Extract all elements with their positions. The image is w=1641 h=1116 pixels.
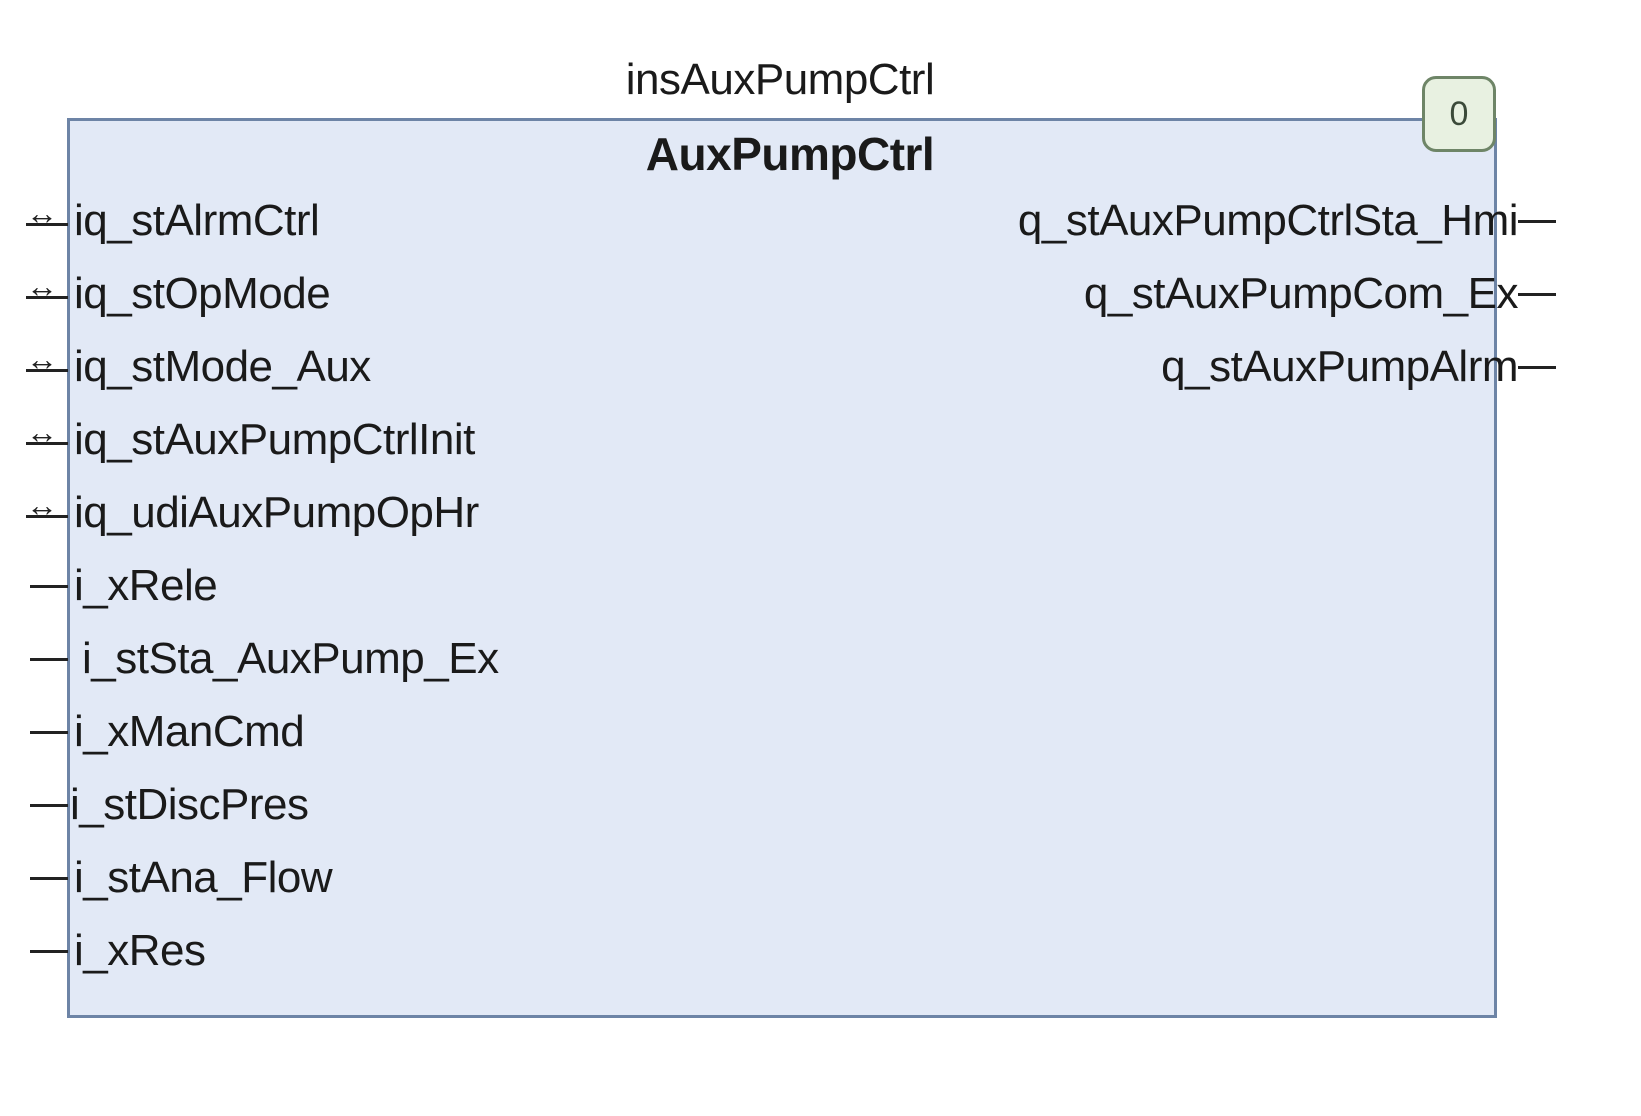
input-pin[interactable]: i_stDiscPres	[0, 775, 700, 835]
output-wire	[1518, 366, 1556, 369]
instance-name[interactable]: insAuxPumpCtrl	[625, 55, 935, 104]
inout-arrow-icon: ↔	[26, 487, 68, 523]
input-wire	[30, 585, 68, 588]
inout-arrow-icon: ↔	[26, 195, 68, 231]
inout-pin[interactable]: ↔ iq_udiAuxPumpOpHr	[0, 483, 700, 543]
output-wire	[1518, 220, 1556, 223]
input-pin[interactable]: i_stSta_AuxPump_Ex	[0, 629, 700, 689]
pin-label: iq_stAuxPumpCtrlInit	[74, 415, 475, 464]
inout-pin[interactable]: ↔ iq_stAuxPumpCtrlInit	[0, 410, 700, 470]
pin-label: i_stDiscPres	[70, 780, 309, 829]
input-pin[interactable]: i_xRele	[0, 556, 700, 616]
input-wire	[30, 731, 68, 734]
pin-label: i_xRele	[74, 561, 218, 610]
pin-label: iq_stOpMode	[74, 269, 331, 318]
input-wire	[30, 950, 68, 953]
inout-pin[interactable]: ↔ iq_stOpMode	[0, 264, 700, 324]
output-pin[interactable]: q_stAuxPumpAlrm	[881, 337, 1641, 397]
input-wire	[30, 804, 68, 807]
pin-label: i_stAna_Flow	[74, 853, 333, 902]
input-pin[interactable]: i_stAna_Flow	[0, 848, 700, 908]
pin-label: q_stAuxPumpCom_Ex	[1083, 269, 1519, 318]
execution-order-badge[interactable]: 0	[1422, 76, 1496, 152]
output-pin[interactable]: q_stAuxPumpCom_Ex	[881, 264, 1641, 324]
pin-label: i_xRes	[74, 926, 206, 975]
pin-label: i_stSta_AuxPump_Ex	[82, 634, 499, 683]
input-wire	[30, 658, 68, 661]
pin-label: iq_udiAuxPumpOpHr	[74, 488, 479, 537]
block-type-name: AuxPumpCtrl	[645, 128, 935, 180]
inout-arrow-icon: ↔	[26, 341, 68, 377]
input-pin[interactable]: i_xManCmd	[0, 702, 700, 762]
pin-label: q_stAuxPumpCtrlSta_Hmi	[1017, 196, 1519, 245]
input-pin[interactable]: i_xRes	[0, 921, 700, 981]
pin-label: i_xManCmd	[74, 707, 305, 756]
inout-pin[interactable]: ↔ iq_stMode_Aux	[0, 337, 700, 397]
function-block[interactable]	[67, 118, 1497, 1018]
inout-arrow-icon: ↔	[26, 268, 68, 304]
input-wire	[30, 877, 68, 880]
output-wire	[1518, 293, 1556, 296]
output-pin[interactable]: q_stAuxPumpCtrlSta_Hmi	[881, 191, 1641, 251]
pin-label: iq_stAlrmCtrl	[74, 196, 320, 245]
pin-label: q_stAuxPumpAlrm	[1161, 342, 1518, 391]
inout-arrow-icon: ↔	[26, 414, 68, 450]
inout-pin[interactable]: ↔ iq_stAlrmCtrl	[0, 191, 700, 251]
pin-label: iq_stMode_Aux	[74, 342, 371, 391]
